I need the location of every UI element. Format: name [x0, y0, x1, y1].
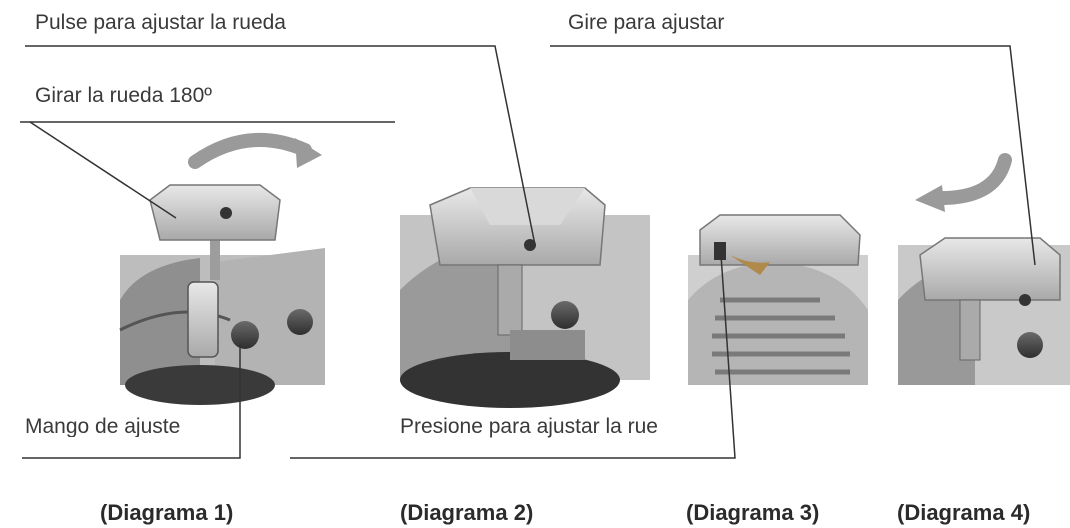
caption-diagram-4: (Diagrama 4): [897, 500, 1031, 525]
diagram-1-illustration: [119, 184, 325, 405]
diagram-2-illustration: [400, 187, 650, 408]
leader-line-presione: [290, 254, 736, 459]
caption-diagram-3: (Diagrama 3): [686, 500, 820, 525]
leader-line-pulse: [25, 45, 536, 246]
rotate-arrow-icon-4: [915, 153, 1012, 212]
callout-mango: Mango de ajuste: [25, 416, 181, 437]
caption-diagram-2: (Diagrama 2): [400, 500, 534, 525]
rotate-arrow-icon-1: [188, 132, 322, 169]
leader-line-gire: [550, 45, 1036, 266]
leader-line-girar-diagonal: [29, 121, 177, 219]
leader-line-mango: [22, 343, 241, 459]
callout-presione: Presione para ajustar la rue: [400, 415, 658, 438]
diagram-3-illustration: [688, 214, 868, 385]
callout-gire: Gire para ajustar: [568, 11, 725, 34]
diagram-4-illustration: [898, 237, 1070, 385]
callout-pulse: Pulse para ajustar la rueda: [35, 11, 286, 34]
callout-girar: Girar la rueda 180º: [35, 84, 212, 107]
leader-lines: [20, 45, 1036, 459]
caption-diagram-1: (Diagrama 1): [100, 500, 234, 525]
